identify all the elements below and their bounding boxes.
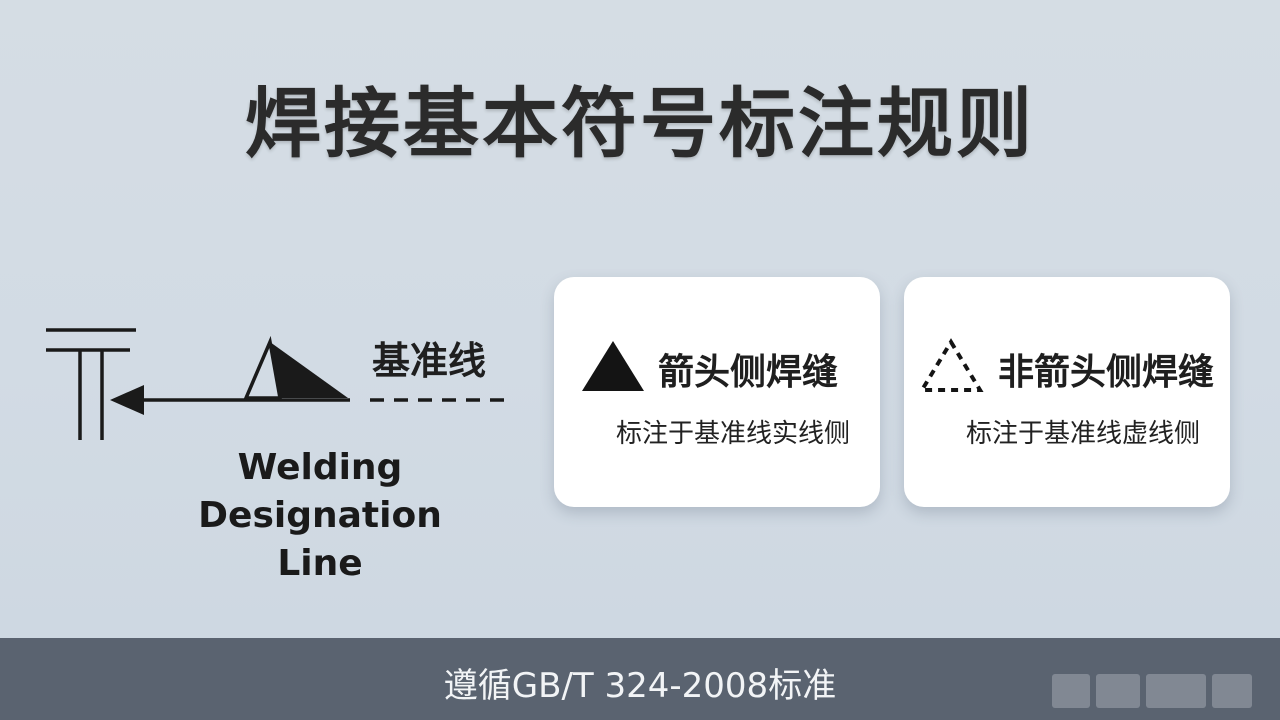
welding-designation-diagram (46, 328, 508, 440)
welding-designation-caption: Welding Designation Line (160, 444, 480, 588)
other-side-weld-card: 非箭头侧焊缝 标注于基准线虚线侧 (904, 277, 1230, 507)
arrow-side-heading: 箭头侧焊缝 (658, 352, 839, 393)
fillet-weld-symbol-icon (243, 335, 348, 400)
caption-line-2: Designation Line (198, 495, 442, 584)
dashed-triangle-icon (918, 338, 984, 392)
solid-triangle-icon (582, 341, 644, 391)
arrow-side-description: 标注于基准线实线侧 (616, 419, 851, 449)
footer-bar: 遵循GB/T 324-2008标准 (0, 638, 1280, 720)
arrow-icon (110, 385, 350, 415)
baseline-label: 基准线 (372, 339, 487, 383)
page-title: 焊接基本符号标注规则 (245, 79, 1035, 168)
other-side-heading: 非箭头侧焊缝 (998, 352, 1215, 393)
weld-joint-icon (46, 328, 136, 440)
standard-reference: 遵循GB/T 324-2008标准 (443, 666, 837, 706)
other-side-description: 标注于基准线虚线侧 (966, 419, 1201, 449)
watermark-logo (1046, 674, 1266, 712)
arrow-side-weld-card: 箭头侧焊缝 标注于基准线实线侧 (554, 277, 880, 507)
caption-line-1: Welding (237, 447, 403, 488)
